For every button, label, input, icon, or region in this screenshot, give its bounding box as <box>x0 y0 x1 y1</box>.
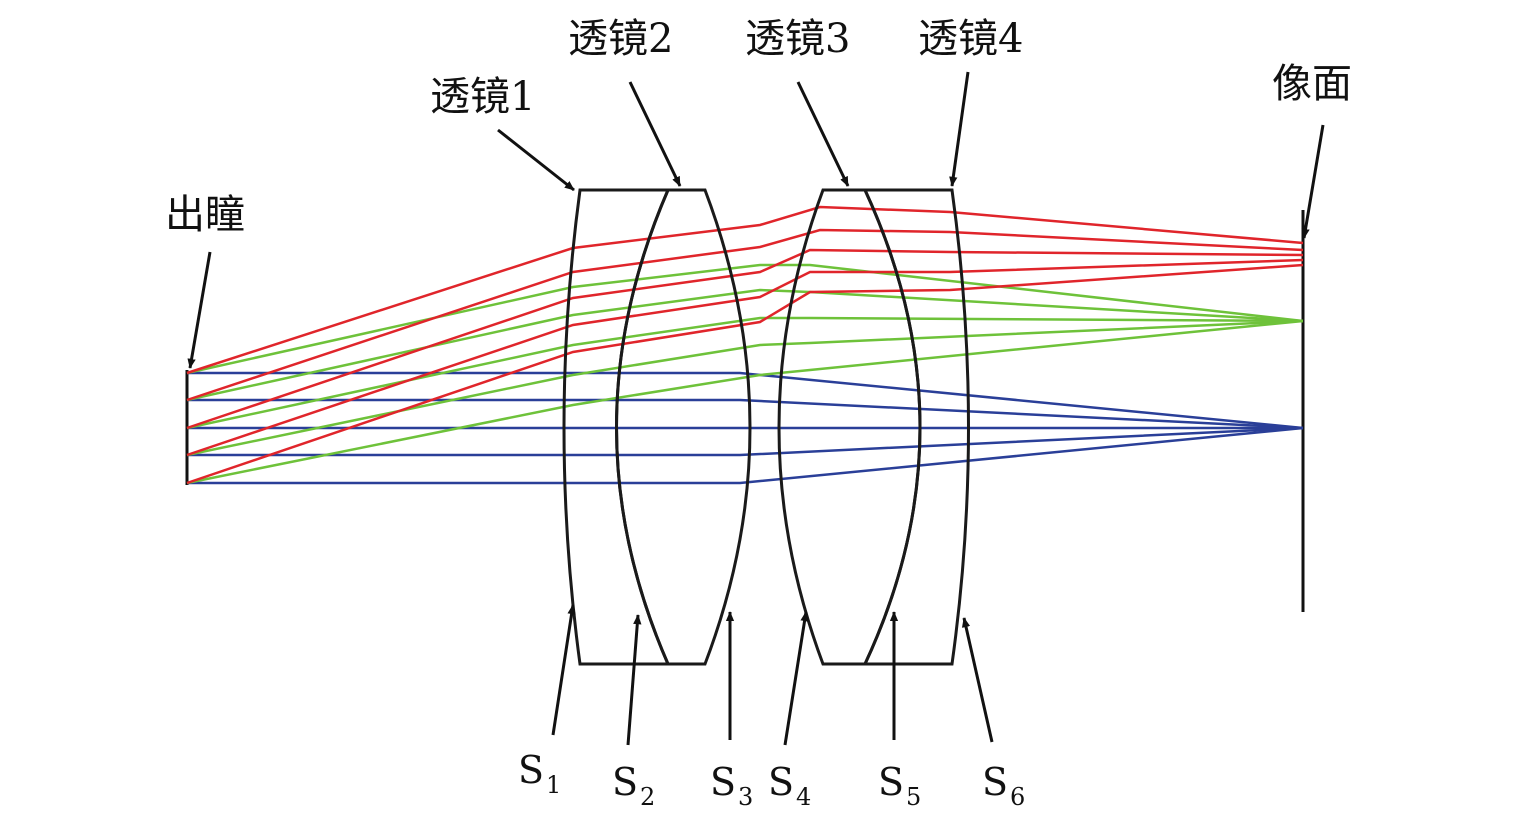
image-plane-label: 像面 <box>1272 61 1352 107</box>
image-plane-arrow <box>1301 124 1325 239</box>
lens-4-outline <box>862 188 970 666</box>
blue-ray <box>187 426 1304 457</box>
blue-ray <box>187 426 1304 485</box>
s4-arrow <box>783 611 809 746</box>
lens-2-label: 透镜2 <box>568 16 673 62</box>
surface-label-s3: S3 <box>710 760 753 811</box>
red-ray <box>186 248 1304 430</box>
green-ray <box>186 316 1304 430</box>
s1-arrow <box>551 604 576 736</box>
lens-1-label: 透镜1 <box>430 74 535 120</box>
green-ray <box>186 288 1304 402</box>
surface-label-s6: S6 <box>982 760 1025 811</box>
green-ray <box>186 319 1304 457</box>
lens-2-outline <box>615 188 752 666</box>
lens-2-arrow <box>628 81 682 187</box>
lens-4-arrow <box>949 71 970 187</box>
red-ray <box>186 228 1304 402</box>
lens-3-arrow <box>796 81 850 187</box>
surface-label-s2: S2 <box>612 760 655 811</box>
surface-label-s1: S1 <box>518 748 561 799</box>
red-ray <box>186 258 1304 457</box>
pupil-arrow <box>187 251 212 369</box>
lens-3-label: 透镜3 <box>745 16 850 62</box>
lens-1-arrow <box>497 128 575 192</box>
blue-ray <box>187 371 1304 430</box>
red-ray <box>186 205 1304 375</box>
pointer-arrows <box>187 71 1325 746</box>
lens-outlines <box>562 188 970 666</box>
pupil-label: 出瞳 <box>165 192 245 238</box>
red-rays <box>186 205 1304 485</box>
lens-4-label: 透镜4 <box>918 16 1023 62</box>
surface-label-s4: S4 <box>768 760 811 811</box>
blue-rays <box>187 371 1304 485</box>
blue-ray <box>187 398 1304 430</box>
s2-arrow <box>626 614 642 746</box>
red-ray <box>186 263 1304 485</box>
green-ray <box>186 319 1304 485</box>
s6-arrow <box>961 617 994 743</box>
surface-label-s5: S5 <box>878 760 921 811</box>
